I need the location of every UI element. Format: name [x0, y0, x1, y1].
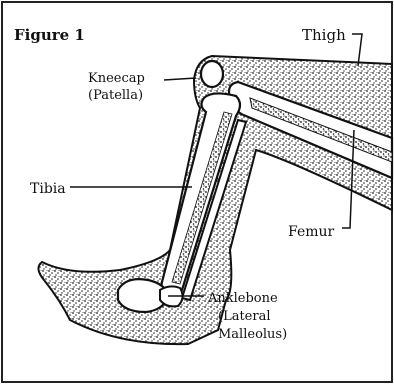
label-anklebone: Anklebone — [207, 291, 278, 306]
label-tibia: Tibia — [30, 181, 66, 197]
label-patella: (Patella) — [88, 88, 143, 103]
label-femur: Femur — [288, 224, 335, 240]
kneecap-leader — [164, 78, 196, 80]
label-kneecap: Kneecap — [88, 71, 145, 86]
thigh-leader — [352, 34, 362, 66]
label-lateral: (Lateral — [218, 309, 271, 324]
patella-bone — [201, 61, 223, 87]
label-malleolus: Malleolus) — [218, 327, 287, 342]
label-thigh: Thigh — [302, 26, 346, 44]
figure-title: Figure 1 — [14, 26, 85, 44]
